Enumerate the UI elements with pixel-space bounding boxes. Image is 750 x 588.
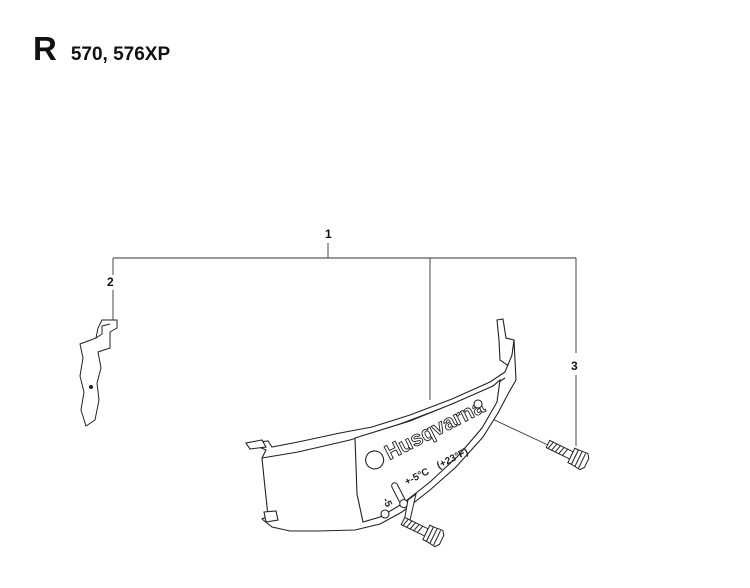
screw-lower (400, 516, 445, 548)
husqvarna-crown-logo (365, 450, 385, 470)
callout-3: 3 (571, 359, 578, 373)
cylinder-cover-part (245, 318, 517, 532)
winter-plate-part (79, 319, 118, 427)
callout-1: 1 (325, 227, 332, 241)
screw-right (545, 439, 590, 471)
screw-hole-upper (473, 399, 483, 409)
plate-hole (89, 385, 93, 389)
section-letter: R (33, 30, 57, 67)
callout-leader-lines (112, 243, 577, 446)
screw-hole-lower (380, 509, 390, 519)
page-header: R 570, 576XP (33, 30, 170, 68)
model-numbers: 570, 576XP (70, 44, 171, 65)
callout-2: 2 (107, 275, 114, 289)
